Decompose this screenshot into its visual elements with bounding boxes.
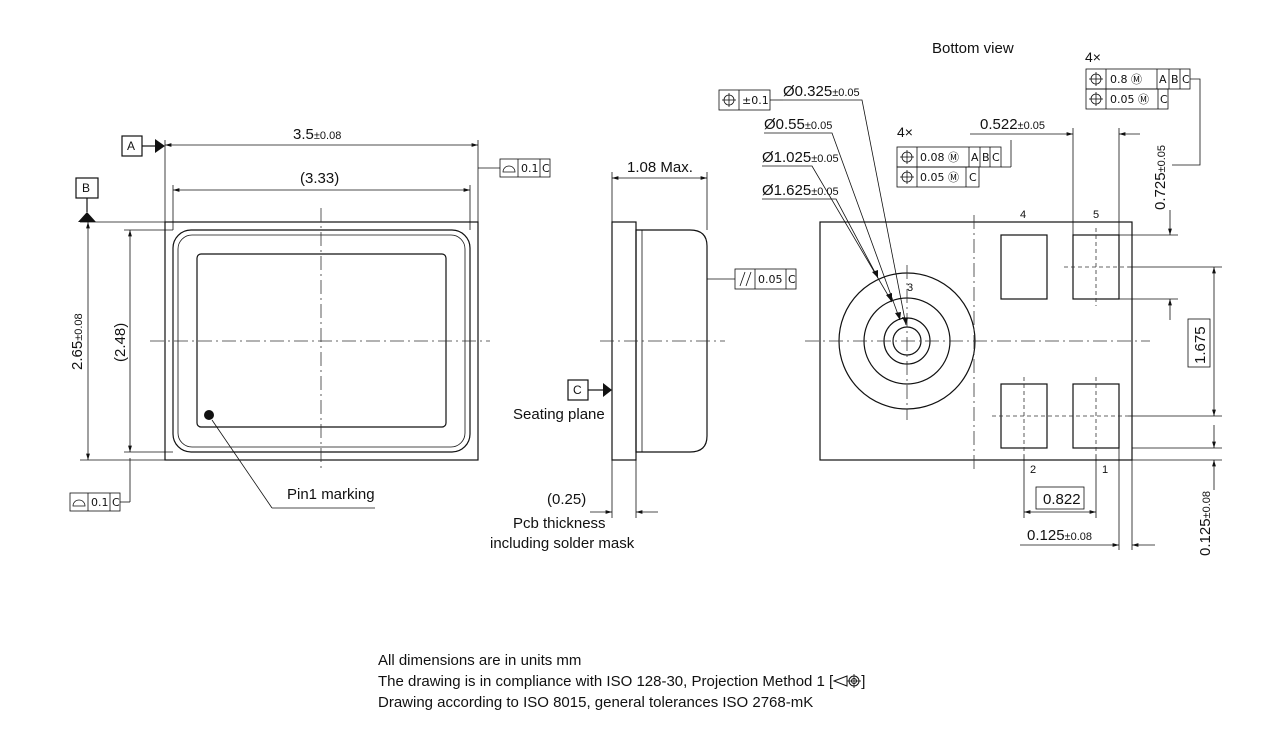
pad-width-dim: 0.522 <box>980 116 1018 133</box>
pad-height-tol: ±0.05 <box>1156 145 1168 172</box>
side-view: 1.08 Max. 0.05 C C Seating plane (0.25) … <box>490 159 797 552</box>
projection-symbol-icon <box>832 674 862 688</box>
frame-mid-r1-d2: B <box>982 151 990 164</box>
top-view-window <box>196 253 447 428</box>
frame-mid-r2-value: 0.05 <box>920 171 945 184</box>
edge-x-dim: 0.125 <box>1027 527 1065 544</box>
position-frame-mid: 0.08 Ⓜ A B C 0.05 Ⓜ C <box>896 146 1002 188</box>
frame-right-r2-d1: C <box>1160 93 1168 106</box>
dia-3: Ø1.025 <box>762 149 811 166</box>
parallel-tol-datum: C <box>788 273 796 286</box>
datum-b-label: B <box>82 181 90 195</box>
position-frame-right: 0.8 Ⓜ A B C 0.05 Ⓜ C <box>1085 68 1191 110</box>
count-4x-right: 4× <box>1085 49 1101 65</box>
pitch-y-dim: 1.675 <box>1192 326 1209 364</box>
top-view: 3.5±0.08 A (3.33) 0.1 C B 2.65±0.08 <box>69 126 551 512</box>
profile-tol-bottom-datum: C <box>112 496 120 509</box>
position-frame-small: ±0.1 <box>718 89 771 111</box>
frame-mid-r1-value: 0.08 <box>920 151 945 164</box>
note-tolerances: Drawing according to ISO 8015, general t… <box>378 694 814 711</box>
parallel-tol-value: 0.05 <box>758 273 783 286</box>
datum-c-triangle <box>603 383 612 397</box>
pcb-thickness-dim: (0.25) <box>547 491 586 508</box>
svg-text:0.08 Ⓜ: 0.08 Ⓜ <box>920 151 959 164</box>
top-inner-width-dim: (3.33) <box>300 170 339 187</box>
svg-text:0.522±0.05: 0.522±0.05 <box>980 116 1045 133</box>
parallelism-frame: 0.05 C <box>734 268 797 290</box>
frame-right-r2-value: 0.05 <box>1110 93 1135 106</box>
count-4x-mid: 4× <box>897 124 913 140</box>
bottom-view: Bottom view 4 5 3 2 1 <box>718 40 1222 556</box>
bottom-view-title: Bottom view <box>932 40 1014 57</box>
pad-4 <box>1000 234 1048 300</box>
dia-2: Ø0.55 <box>764 116 805 133</box>
svg-text:0.05 Ⓜ: 0.05 Ⓜ <box>920 171 959 184</box>
frame-right-r1-d2: B <box>1171 73 1179 86</box>
svg-text:Ø1.025±0.05: Ø1.025±0.05 <box>762 149 839 166</box>
pos-tol-small-value: ±0.1 <box>742 94 769 107</box>
frame-right-r1-d1: A <box>1159 73 1167 86</box>
top-height-dim: 2.65 <box>69 341 86 370</box>
svg-text:0.125±0.08: 0.125±0.08 <box>1197 491 1214 556</box>
note-units: All dimensions are in units mm <box>378 652 582 669</box>
seating-plane-label: Seating plane <box>513 406 605 423</box>
svg-text:0.8 Ⓜ: 0.8 Ⓜ <box>1110 73 1142 86</box>
dia-4: Ø1.625 <box>762 182 811 199</box>
svg-text:Ø1.625±0.05: Ø1.625±0.05 <box>762 182 839 199</box>
bottom-view-outline <box>819 221 1133 461</box>
datum-a-label: A <box>127 139 135 153</box>
pin-label-2: 2 <box>1030 464 1036 476</box>
edge-y-tol: ±0.08 <box>1201 491 1213 518</box>
drawing-notes: All dimensions are in units mm The drawi… <box>378 650 865 713</box>
pcb-thickness-label-2: including solder mask <box>490 535 635 552</box>
svg-text:3.5±0.08: 3.5±0.08 <box>293 126 341 143</box>
profile-tol-top-value: 0.1 <box>521 162 539 175</box>
svg-text:0.725±0.05: 0.725±0.05 <box>1152 145 1169 210</box>
svg-text:0.125±0.08: 0.125±0.08 <box>1027 527 1092 544</box>
profile-tol-top-datum: C <box>542 162 550 175</box>
profile-tolerance-frame-top: 0.1 C <box>499 158 551 178</box>
pin1-label: Pin1 marking <box>287 486 375 503</box>
pcb-thickness-label-1: Pcb thickness <box>513 515 606 532</box>
dia-4-tol: ±0.05 <box>811 186 838 198</box>
dia-3-tol: ±0.05 <box>811 153 838 165</box>
frame-mid-r1-d3: C <box>992 151 1000 164</box>
dia-1-tol: ±0.05 <box>832 87 859 99</box>
svg-text:Ø0.55±0.05: Ø0.55±0.05 <box>764 116 832 133</box>
frame-right-r1-value: 0.8 <box>1110 73 1128 86</box>
svg-text:Ø0.325±0.05: Ø0.325±0.05 <box>783 83 860 100</box>
pin-label-5: 5 <box>1093 209 1099 221</box>
pad-height-dim: 0.725 <box>1152 172 1169 210</box>
pin-label-1: 1 <box>1102 464 1108 476</box>
svg-text:0.05 Ⓜ: 0.05 Ⓜ <box>1110 93 1149 106</box>
pin-label-3: 3 <box>907 282 913 294</box>
frame-right-r1-d3: C <box>1182 73 1190 86</box>
frame-mid-r2-d1: C <box>969 171 977 184</box>
side-height-dim: 1.08 Max. <box>627 159 693 176</box>
datum-b-triangle <box>78 212 96 222</box>
top-width-dim: 3.5 <box>293 126 314 143</box>
dia-2-tol: ±0.05 <box>805 120 832 132</box>
edge-x-tol: ±0.08 <box>1065 531 1092 543</box>
top-width-tol: ±0.08 <box>314 130 341 142</box>
top-view-outline <box>164 221 479 461</box>
datum-c-label: C <box>573 383 582 397</box>
top-height-tol: ±0.08 <box>73 313 85 340</box>
edge-y-dim: 0.125 <box>1197 518 1214 556</box>
profile-tol-bottom-value: 0.1 <box>91 496 109 509</box>
svg-text:2.65±0.08: 2.65±0.08 <box>69 313 86 370</box>
pin1-dot <box>204 410 214 420</box>
pin-label-4: 4 <box>1020 209 1026 221</box>
frame-mid-r1-d1: A <box>971 151 979 164</box>
top-inner-height-dim: (2.48) <box>112 323 129 362</box>
profile-tolerance-frame-bottom: 0.1 C <box>69 492 121 512</box>
pad-width-tol: ±0.05 <box>1018 120 1045 132</box>
side-view-lid <box>635 229 708 453</box>
datum-a-triangle <box>155 139 165 153</box>
note-projection: The drawing is in compliance with ISO 12… <box>378 673 866 690</box>
dia-1: Ø0.325 <box>783 83 832 100</box>
pitch-x-dim: 0.822 <box>1043 491 1081 508</box>
